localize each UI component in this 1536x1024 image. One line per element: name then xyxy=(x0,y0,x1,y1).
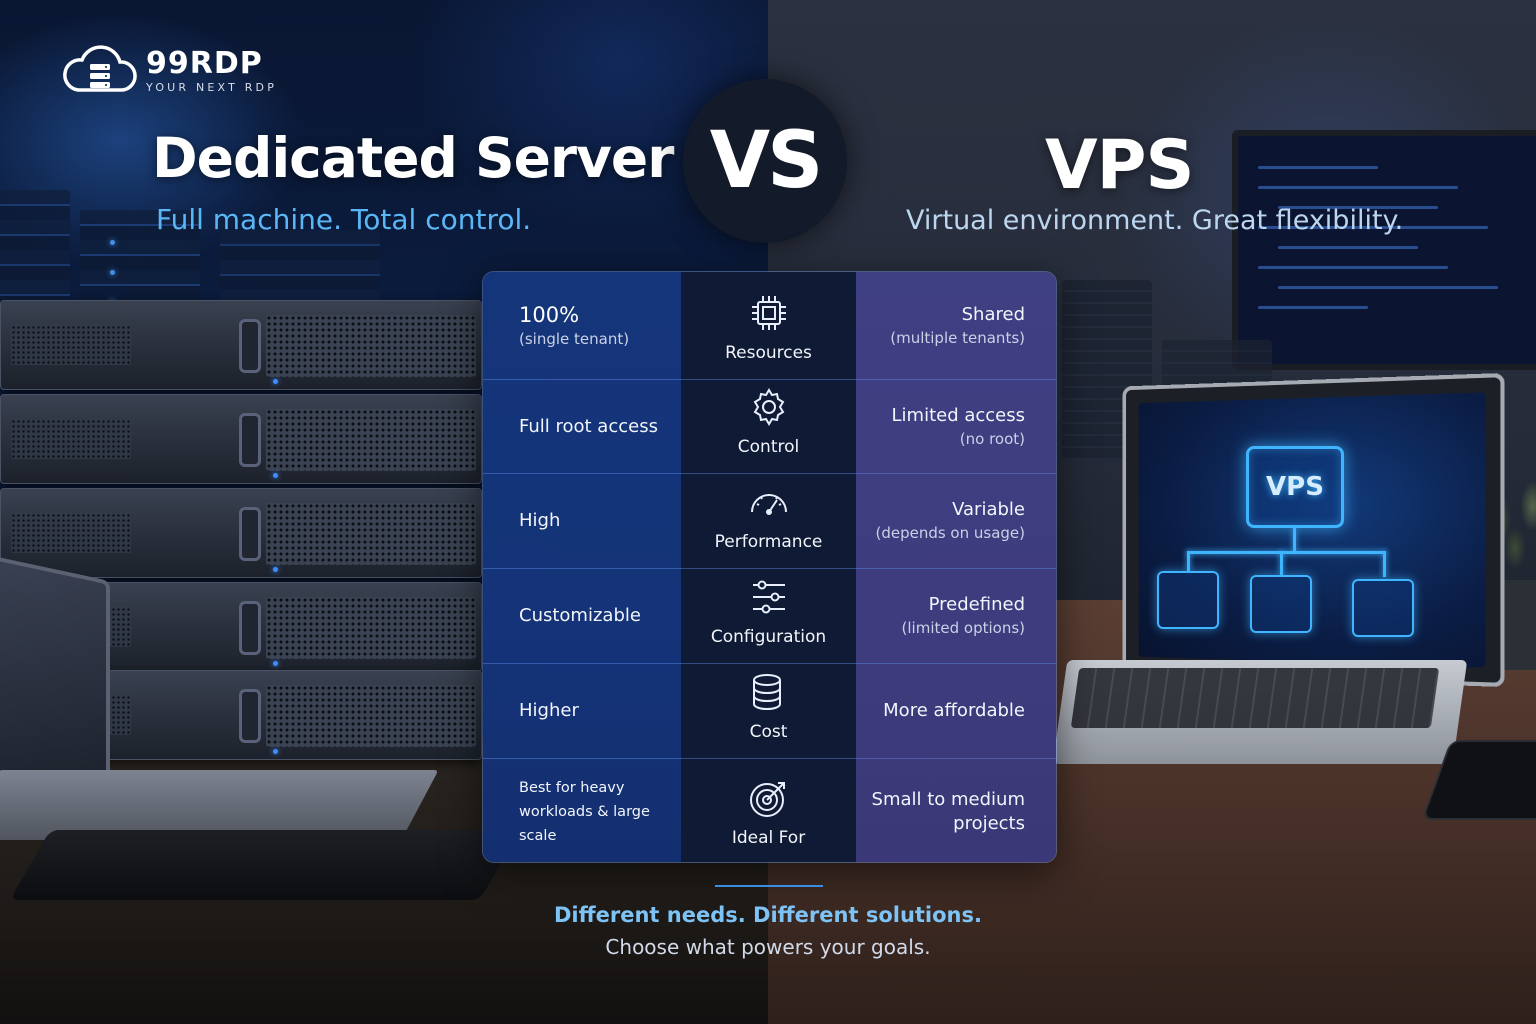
vps-node xyxy=(1250,575,1312,633)
background-monitor xyxy=(1232,130,1536,370)
dedicated-title: Dedicated Server xyxy=(152,126,674,190)
category-cell-configuration: Configuration xyxy=(681,569,856,664)
vps-note: (no root) xyxy=(959,429,1025,448)
vps-screen-label: VPS xyxy=(1266,472,1324,502)
diagram-connector xyxy=(1383,551,1386,577)
coin-stack-icon xyxy=(752,674,781,711)
speedometer-icon xyxy=(750,494,787,515)
dedicated-cell-control: Full root access xyxy=(483,380,682,474)
vps-cell-ideal-for: Small to medium projects xyxy=(856,759,1056,862)
category-cell-cost: Cost xyxy=(681,664,856,759)
vps-column: Shared (multiple tenants) Limited access… xyxy=(855,272,1056,862)
dedicated-value: High xyxy=(519,510,561,531)
laptop-keyboard xyxy=(1070,668,1440,728)
brand-tagline: YOUR NEXT RDP xyxy=(146,80,278,94)
dedicated-value: Best for heavy xyxy=(519,779,625,796)
category-label: Cost xyxy=(749,722,788,742)
comparison-table: 100% (single tenant) Full root access Hi… xyxy=(482,271,1057,863)
vs-badge: VS xyxy=(683,79,847,243)
dedicated-value: 100% xyxy=(519,302,580,327)
vps-cell-cost: More affordable xyxy=(855,664,1056,759)
footer-headline: Different needs. Different solutions. xyxy=(554,903,982,927)
notebook xyxy=(9,830,521,900)
vps-value: Limited access xyxy=(891,404,1026,426)
brand-logo: 99RDP YOUR NEXT RDP xyxy=(60,44,277,98)
vps-cell-resources: Shared (multiple tenants) xyxy=(855,272,1056,380)
dedicated-value: Higher xyxy=(519,700,579,721)
vps-cell-configuration: Predefined (limited options) xyxy=(855,569,1056,664)
footer-divider xyxy=(715,885,823,887)
category-column: Resources Control Performance Configurat… xyxy=(681,272,856,862)
dedicated-value: Full root access xyxy=(519,415,658,437)
cpu-chip-icon xyxy=(751,296,786,330)
vps-cell-control: Limited access (no root) xyxy=(855,380,1056,474)
category-label: Performance xyxy=(714,532,823,552)
dedicated-note: (single tenant) xyxy=(519,329,630,348)
dedicated-cell-cost: Higher xyxy=(483,664,682,759)
server-unit xyxy=(0,488,482,578)
vps-note: projects xyxy=(953,812,1025,834)
vps-note: (depends on usage) xyxy=(875,524,1025,542)
diagram-connector xyxy=(1280,551,1283,575)
vps-note: (multiple tenants) xyxy=(890,328,1025,347)
dedicated-value: Customizable xyxy=(519,605,641,626)
diagram-connector xyxy=(1187,551,1386,554)
category-cell-ideal-for: Ideal For xyxy=(681,759,855,862)
category-label: Ideal For xyxy=(731,828,806,848)
category-label: Control xyxy=(737,437,800,457)
footer-tagline: Choose what powers your goals. xyxy=(605,935,931,959)
category-cell-performance: Performance xyxy=(681,474,856,569)
vps-node xyxy=(1352,579,1414,637)
dedicated-cell-performance: High xyxy=(483,474,682,569)
dedicated-cell-configuration: Customizable xyxy=(483,569,682,664)
server-unit xyxy=(0,300,482,390)
vps-value: Variable xyxy=(952,499,1025,520)
sliders-icon xyxy=(752,580,785,614)
right-laptop-screen xyxy=(1122,372,1505,688)
vps-note: (limited options) xyxy=(901,619,1025,637)
vps-value: Small to medium xyxy=(871,788,1025,810)
vps-subtitle: Virtual environment. Great flexibility. xyxy=(906,205,1404,236)
cloud-server-icon xyxy=(63,45,137,92)
diagram-connector xyxy=(1293,528,1296,552)
category-label: Configuration xyxy=(710,627,827,647)
vps-diagram-box: VPS xyxy=(1246,446,1344,528)
dedicated-subtitle: Full machine. Total control. xyxy=(156,203,532,236)
dedicated-note: workloads & large scale xyxy=(519,803,650,844)
vps-title: VPS xyxy=(1045,126,1194,205)
vps-value: Shared xyxy=(961,303,1025,325)
dedicated-cell-resources: 100% (single tenant) xyxy=(483,272,682,380)
diagram-connector xyxy=(1187,551,1190,571)
vps-node xyxy=(1157,571,1219,629)
category-label: Resources xyxy=(725,343,812,363)
vps-value: More affordable xyxy=(883,700,1025,721)
vps-cell-performance: Variable (depends on usage) xyxy=(855,474,1056,569)
vps-value: Predefined xyxy=(928,594,1025,615)
gear-icon xyxy=(753,388,784,426)
dedicated-cell-ideal-for: Best for heavy workloads & large scale xyxy=(483,759,681,862)
target-icon xyxy=(749,782,785,817)
brand-name: 99RDP xyxy=(146,45,263,81)
dedicated-column: 100% (single tenant) Full root access Hi… xyxy=(483,272,682,862)
category-cell-control: Control xyxy=(681,380,856,474)
category-cell-resources: Resources xyxy=(681,272,856,380)
server-unit xyxy=(0,394,482,484)
vs-label: VS xyxy=(709,116,824,206)
